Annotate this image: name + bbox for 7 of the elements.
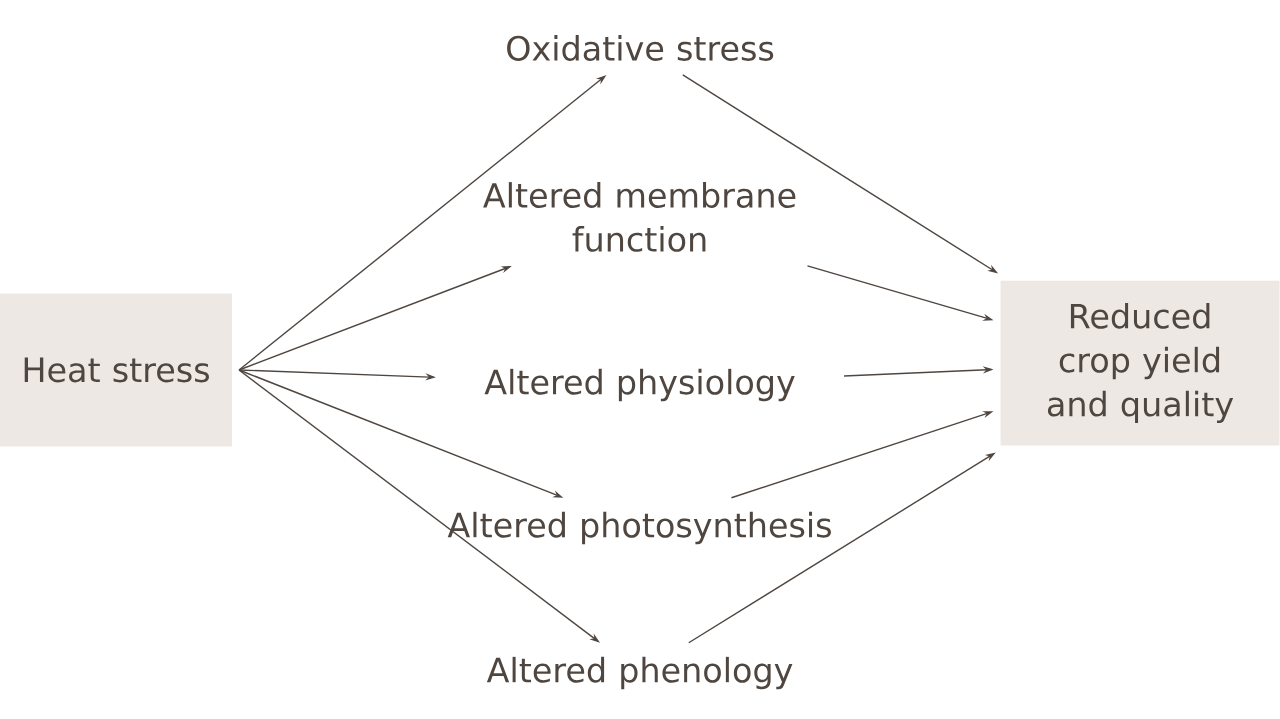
text-label: Altered physiology	[484, 368, 795, 402]
text-label: Oxidative stress	[507, 35, 774, 61]
text-label: Altered photosynthesis	[447, 511, 831, 545]
text-box: Reduced crop yield and quality	[1000, 280, 1280, 446]
text-label: Altered phenology	[486, 656, 793, 690]
text-label: Altered membrane function	[483, 182, 796, 252]
text-box: Heat stress	[0, 293, 232, 447]
